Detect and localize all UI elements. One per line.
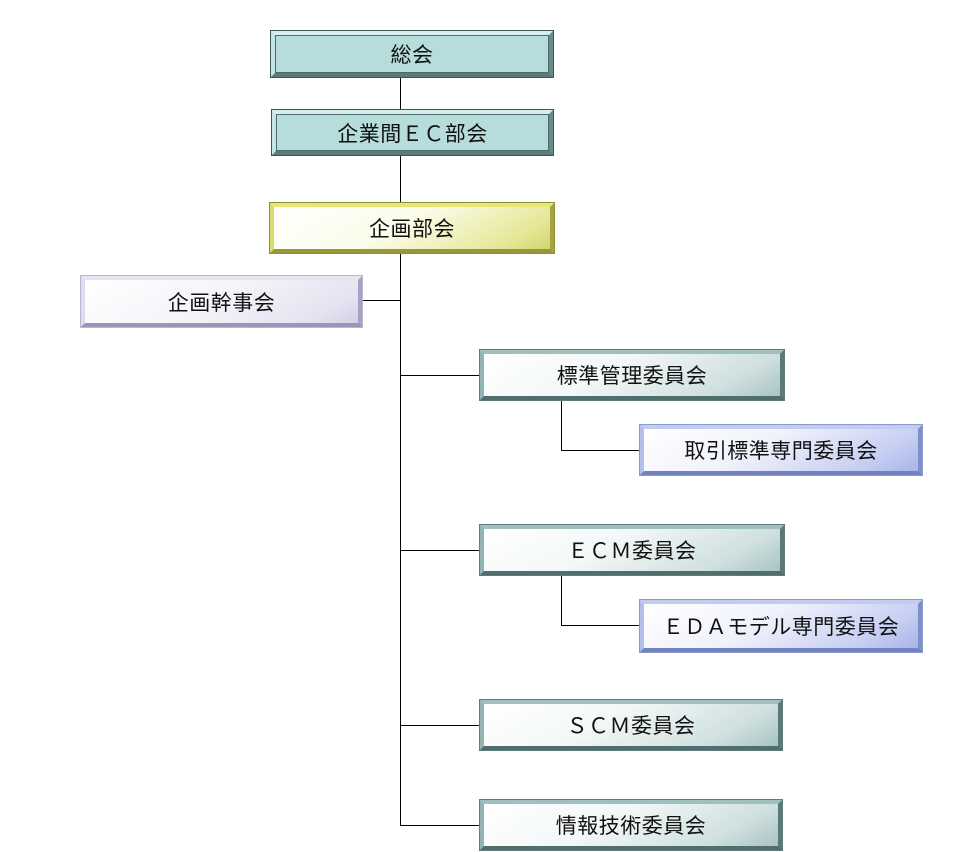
connector-eda-vertical <box>561 575 562 625</box>
node-scm: ＳＣＭ委員会 <box>479 699 783 751</box>
connector-eda-horizontal <box>561 625 640 626</box>
node-eda-model-label: ＥＤＡモデル専門委員会 <box>662 615 900 639</box>
connector-scm <box>400 725 480 726</box>
connector-main-trunk <box>400 253 401 826</box>
node-transaction-standards-label: 取引標準専門委員会 <box>684 439 878 463</box>
connector-info-tech <box>400 825 480 826</box>
connector-ecm <box>400 550 480 551</box>
connector-executive <box>362 300 400 301</box>
connector-ec-planning <box>400 155 401 203</box>
node-transaction-standards: 取引標準専門委員会 <box>639 424 923 476</box>
node-ecm: ＥＣＭ委員会 <box>479 524 785 576</box>
node-ecm-label: ＥＣＭ委員会 <box>567 539 697 563</box>
node-info-tech: 情報技術委員会 <box>479 799 783 851</box>
node-eda-model: ＥＤＡモデル専門委員会 <box>639 599 923 653</box>
connector-standards-management <box>400 375 480 376</box>
connector-transaction-vertical <box>561 400 562 450</box>
node-info-tech-label: 情報技術委員会 <box>555 814 707 838</box>
node-planning-division-label: 企画部会 <box>369 217 455 241</box>
node-standards-management-label: 標準管理委員会 <box>556 364 708 388</box>
node-planning-executive: 企画幹事会 <box>80 275 363 328</box>
connector-transaction-horizontal <box>561 450 640 451</box>
node-inter-company-ec: 企業間ＥＣ部会 <box>271 109 554 156</box>
node-planning-division: 企画部会 <box>269 202 555 254</box>
node-general-assembly-label: 総会 <box>390 43 434 67</box>
connector-assembly-ec <box>400 77 401 110</box>
node-general-assembly: 総会 <box>270 30 554 78</box>
node-scm-label: ＳＣＭ委員会 <box>566 714 696 738</box>
node-standards-management: 標準管理委員会 <box>479 349 785 401</box>
node-planning-executive-label: 企画幹事会 <box>167 290 276 315</box>
node-inter-company-ec-label: 企業間ＥＣ部会 <box>337 121 488 146</box>
